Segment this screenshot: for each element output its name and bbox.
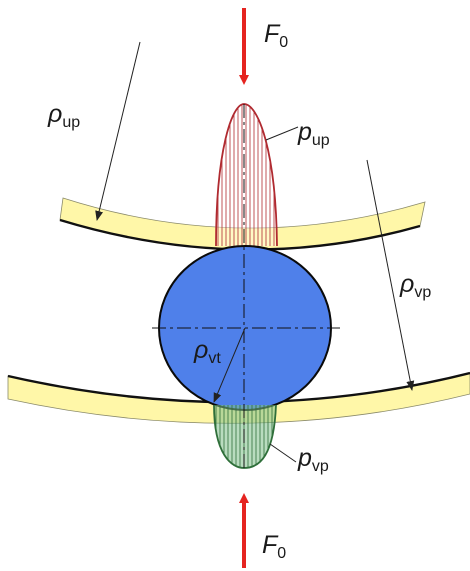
rho-up-arrow <box>95 41 141 221</box>
force-label-top: F0 <box>264 20 288 51</box>
rho-vt-label: ρvt <box>193 336 221 367</box>
p-up-leader <box>265 126 299 141</box>
rho-vt-arrow <box>213 327 246 403</box>
rho-vp-arrow <box>366 159 415 391</box>
upper-pressure-distribution <box>215 103 278 247</box>
p-vp-leader <box>269 443 297 463</box>
rho-vp-label: ρvp <box>399 270 431 301</box>
p-up-label: pup <box>297 118 330 149</box>
rho-up-label: ρup <box>47 100 80 131</box>
p-vp-label: pvp <box>297 444 329 475</box>
lower-pressure-distribution <box>213 404 277 469</box>
force-label-bottom: F0 <box>262 531 286 562</box>
